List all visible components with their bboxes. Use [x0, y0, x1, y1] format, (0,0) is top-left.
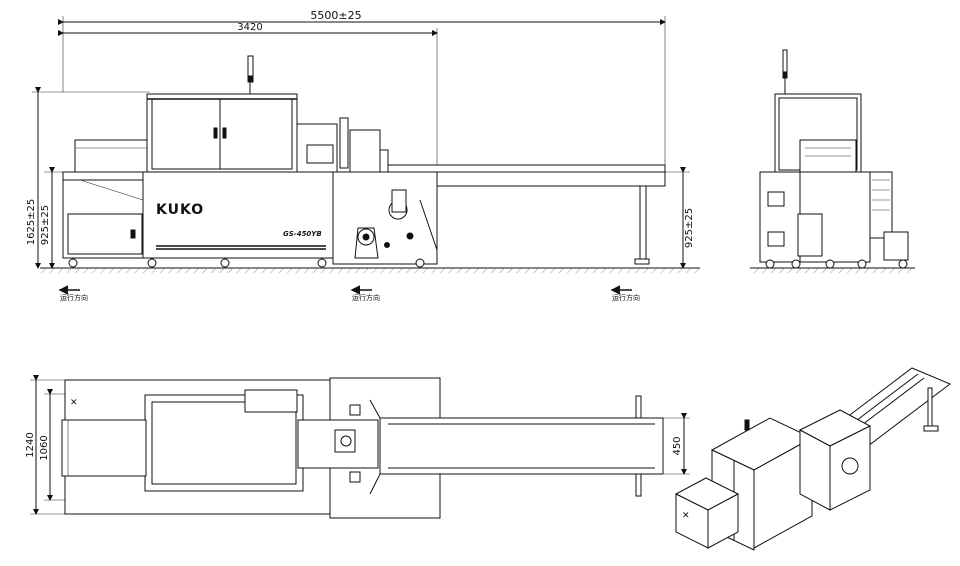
dim-body-length: 3420 [58, 22, 438, 170]
dim-table-height-right: 925±25 [665, 167, 695, 269]
isometric-view: ✕ [674, 367, 951, 551]
direction-arrow-3: 运行方向 [610, 285, 640, 302]
dim-table-height-left-label: 925±25 [40, 205, 51, 245]
direction-arrow-1: 运行方向 [58, 285, 88, 302]
direction-label-2: 运行方向 [352, 293, 380, 302]
dim-conveyor-width-label: 450 [672, 436, 683, 455]
model-label: GS-450YB [283, 230, 322, 238]
dim-conveyor-width: 450 [663, 413, 690, 475]
dim-overall-length-label: 5500±25 [310, 9, 361, 22]
direction-arrow-2: 运行方向 [350, 285, 380, 302]
top-view: 1240 1060 ✕ 450 [25, 375, 690, 519]
front-view: 5500±25 3420 1625±25 925±25 925±25 [26, 9, 700, 302]
front-wheels [68, 258, 425, 268]
dim-overall-width-label: 1240 [25, 432, 36, 457]
dim-total-height: 1625±25 [26, 87, 150, 269]
dim-frame-width-label: 1060 [39, 435, 50, 460]
brand-label: KUKO [156, 202, 204, 218]
direction-label-1: 运行方向 [60, 293, 88, 302]
dim-table-height-left: 925±25 [40, 167, 66, 269]
svg-text:✕: ✕ [682, 511, 690, 521]
svg-text:✕: ✕ [70, 398, 78, 408]
dim-table-height-right-label: 925±25 [684, 208, 695, 248]
dim-body-length-label: 3420 [237, 22, 262, 33]
dim-total-height-label: 1625±25 [26, 199, 37, 246]
side-view [750, 49, 915, 273]
direction-label-3: 运行方向 [612, 293, 640, 302]
dim-overall-length: 5500±25 [58, 9, 666, 172]
